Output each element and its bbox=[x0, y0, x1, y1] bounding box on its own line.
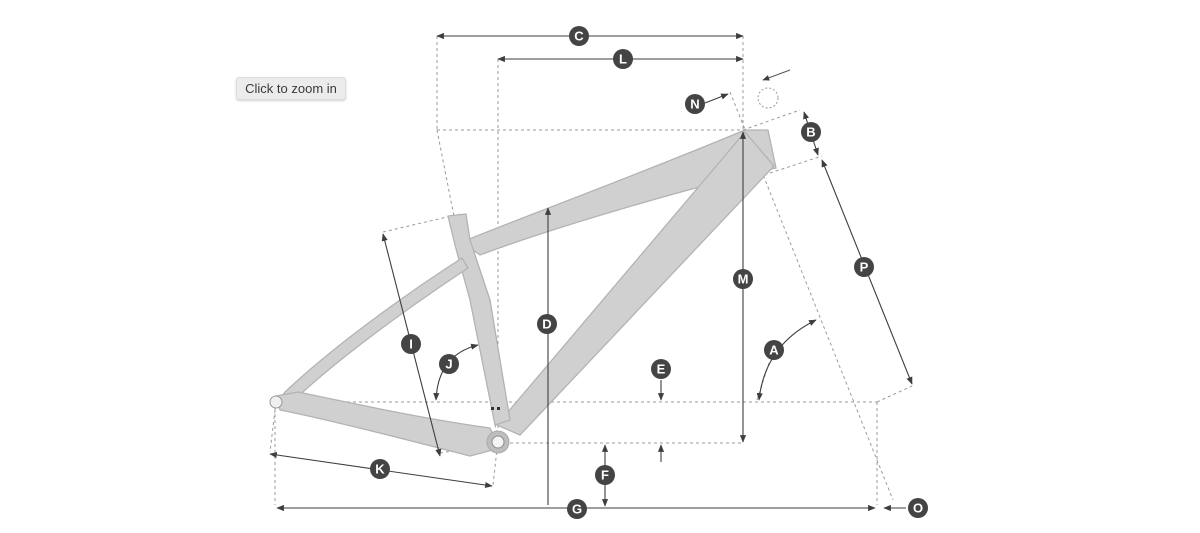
svg-text:D: D bbox=[542, 317, 551, 332]
badge-M: M bbox=[733, 269, 753, 289]
badge-L: L bbox=[613, 49, 633, 69]
badge-E: E bbox=[651, 359, 671, 379]
badge-D: D bbox=[537, 314, 557, 334]
badge-A: A bbox=[764, 340, 784, 360]
badge-I: I bbox=[401, 334, 421, 354]
svg-text:A: A bbox=[769, 343, 779, 358]
svg-text:F: F bbox=[601, 468, 609, 483]
badge-C: C bbox=[569, 26, 589, 46]
svg-text:N: N bbox=[690, 97, 699, 112]
steerer-circle bbox=[757, 87, 779, 109]
svg-text:P: P bbox=[860, 260, 869, 275]
badge-J: J bbox=[439, 354, 459, 374]
svg-text:M: M bbox=[738, 272, 749, 287]
badge-O: O bbox=[908, 498, 928, 518]
svg-text:I: I bbox=[409, 337, 413, 352]
svg-text:L: L bbox=[619, 52, 627, 67]
dimension-lines bbox=[269, 32, 913, 512]
bike-frame bbox=[269, 129, 777, 457]
badge-G: G bbox=[567, 499, 587, 519]
badge-K: K bbox=[370, 459, 390, 479]
badge-P: P bbox=[854, 257, 874, 277]
badge-N: N bbox=[685, 94, 705, 114]
steerer-arrow bbox=[762, 69, 791, 81]
svg-text:G: G bbox=[572, 502, 582, 517]
badge-B: B bbox=[801, 122, 821, 142]
svg-text:C: C bbox=[574, 29, 584, 44]
guide-lines bbox=[269, 36, 913, 505]
zoom-in-button[interactable]: Click to zoom in bbox=[236, 77, 346, 100]
svg-text:E: E bbox=[657, 362, 666, 377]
svg-text:O: O bbox=[913, 501, 923, 516]
badge-F: F bbox=[595, 465, 615, 485]
svg-text:K: K bbox=[375, 462, 385, 477]
svg-text:B: B bbox=[806, 125, 815, 140]
svg-text:J: J bbox=[445, 357, 452, 372]
